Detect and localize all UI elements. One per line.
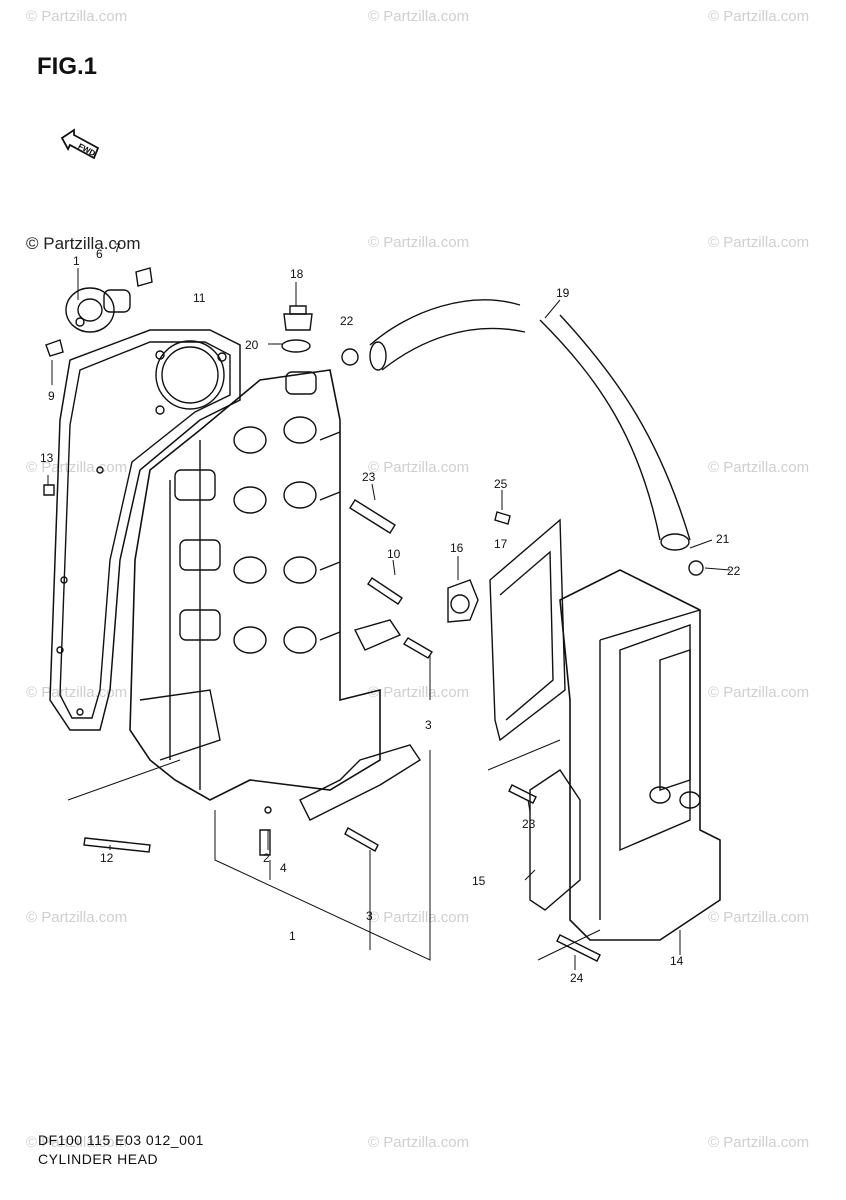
bolt xyxy=(83,837,151,853)
watermark: © Partzilla.com xyxy=(708,909,810,926)
callout-21: 21 xyxy=(716,532,730,546)
sensor-gasket xyxy=(447,579,479,623)
bolt xyxy=(344,827,379,852)
watermark: © Partzilla.com xyxy=(26,909,128,926)
callout-10: 10 xyxy=(387,547,401,561)
watermark: © Partzilla.com xyxy=(368,1134,470,1151)
watermark: © Partzilla.com xyxy=(708,1134,810,1151)
leader-lines xyxy=(47,268,731,970)
temperature-sensor xyxy=(349,499,396,534)
callout-7: 7 xyxy=(114,241,121,255)
exhaust-cover xyxy=(559,569,721,941)
callout-20: 20 xyxy=(245,338,259,352)
outer-gasket xyxy=(529,769,581,911)
watermark: © Partzilla.com xyxy=(26,684,128,701)
callout-23b: 23 xyxy=(522,817,536,831)
callout-12: 12 xyxy=(100,851,114,865)
watermark: © Partzilla.com xyxy=(26,1134,128,1151)
watermark: © Partzilla.com xyxy=(368,909,470,926)
thermostat-cover xyxy=(45,267,153,357)
watermark: © Partzilla.com xyxy=(708,234,810,251)
dowel-pin xyxy=(43,484,55,496)
watermark: © Partzilla.com xyxy=(368,8,470,25)
watermark: © Partzilla.com xyxy=(708,684,810,701)
water-hose xyxy=(369,299,691,551)
head-gasket xyxy=(49,329,241,731)
watermark: © Partzilla.com xyxy=(26,8,128,25)
callout-2: 2 xyxy=(263,851,270,865)
callout-23: 23 xyxy=(362,470,376,484)
bracket xyxy=(353,619,402,651)
diagram-code: DF100 115 E03 012_001 xyxy=(38,1132,204,1148)
callout-9: 9 xyxy=(48,389,55,403)
clamp xyxy=(341,348,359,366)
cover-gasket-inner xyxy=(499,550,554,721)
callout-3b: 3 xyxy=(366,909,373,923)
dowel-pin xyxy=(259,829,271,856)
bolt xyxy=(556,934,601,962)
callout-22b: 22 xyxy=(727,564,741,578)
callout-25: 25 xyxy=(494,477,508,491)
cylinder-head xyxy=(129,369,381,814)
bracket xyxy=(299,744,421,821)
callout-19: 19 xyxy=(556,286,570,300)
watermark: © Partzilla.com xyxy=(368,234,470,251)
callout-18: 18 xyxy=(290,267,304,281)
callout-4: 4 xyxy=(280,861,287,875)
bolt xyxy=(367,577,403,605)
callout-5: 1 xyxy=(73,254,80,268)
clamp xyxy=(688,560,704,576)
callout-14: 14 xyxy=(670,954,684,968)
callout-11: 11 xyxy=(193,291,206,305)
figure-title: FIG.1 xyxy=(37,53,98,80)
plug xyxy=(281,305,313,353)
bolt xyxy=(494,511,511,525)
callout-24: 24 xyxy=(570,971,584,985)
cover-gasket xyxy=(489,518,566,742)
callout-13: 13 xyxy=(40,451,54,465)
bolt xyxy=(403,637,433,659)
callout-1: 1 xyxy=(289,929,296,943)
bolt xyxy=(508,784,537,804)
watermark: © Partzilla.com xyxy=(368,459,470,476)
watermark: © Partzilla.com xyxy=(368,684,470,701)
watermark: © Partzilla.com xyxy=(708,8,810,25)
forward-arrow-icon: FWD xyxy=(60,128,100,160)
callout-3: 3 xyxy=(425,718,432,732)
callout-22: 22 xyxy=(340,314,354,328)
diagram-name: CYLINDER HEAD xyxy=(38,1151,159,1167)
watermark-header: © Partzilla.com xyxy=(26,234,141,253)
callout-17: 15 xyxy=(472,874,486,888)
callout-16: 16 xyxy=(450,541,464,555)
callout-15: 17 xyxy=(494,537,508,551)
watermark: © Partzilla.com xyxy=(708,459,810,476)
callout-6: 6 xyxy=(96,247,103,261)
